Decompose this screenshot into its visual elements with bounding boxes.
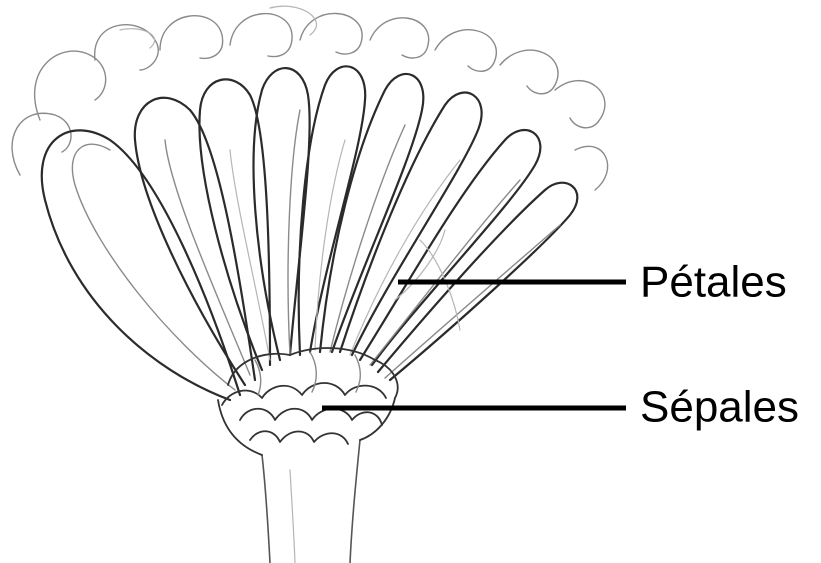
flower-stem <box>262 440 360 563</box>
petal-tips-back-row <box>12 6 608 190</box>
petals-label: Pétales <box>640 258 787 307</box>
sepals-label: Sépales <box>640 383 799 432</box>
